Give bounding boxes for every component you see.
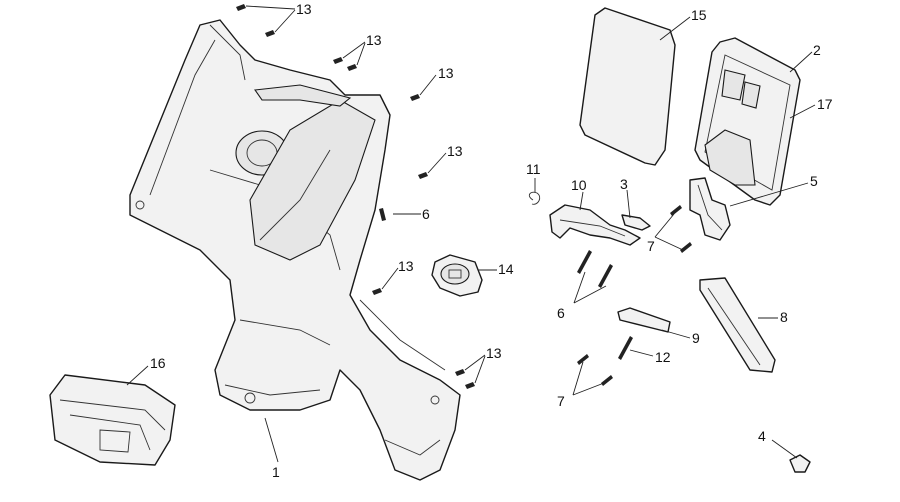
callout-13: 13 [296, 1, 312, 17]
screws [236, 4, 692, 389]
callout-13: 13 [486, 345, 502, 361]
part-9-plate [617, 307, 671, 333]
callout-13: 13 [447, 143, 463, 159]
part-8-strip [699, 277, 776, 373]
callout-9: 9 [692, 330, 700, 346]
part-4-nut [789, 454, 811, 473]
callout-4: 4 [758, 428, 766, 444]
callout-3: 3 [620, 176, 628, 192]
callout-13: 13 [438, 65, 454, 81]
callout-6: 6 [422, 206, 430, 222]
part-15-panel [579, 7, 676, 166]
part-5-bracket [689, 177, 731, 241]
callout-7: 7 [557, 393, 565, 409]
part-11-spring [528, 191, 541, 205]
callout-7: 7 [647, 238, 655, 254]
part-1-inner-shield [129, 19, 461, 481]
callout-13: 13 [366, 32, 382, 48]
callout-16: 16 [150, 355, 166, 371]
leader-lines [126, 5, 816, 463]
callout-2: 2 [813, 42, 821, 58]
part-10-latch [549, 204, 641, 246]
callout-8: 8 [780, 309, 788, 325]
callout-11: 11 [526, 161, 541, 177]
callout-13: 13 [398, 258, 414, 274]
callout-labels: 13 13 13 13 13 13 15 2 17 11 10 3 5 6 6 … [150, 1, 833, 480]
callout-1: 1 [272, 464, 280, 480]
part-2-frame [694, 37, 801, 206]
part-16-box [49, 374, 176, 466]
callout-6: 6 [557, 305, 565, 321]
callout-12: 12 [655, 349, 671, 365]
part-14-knob [431, 254, 483, 297]
callout-15: 15 [691, 7, 707, 23]
callout-10: 10 [571, 177, 587, 193]
callout-14: 14 [498, 261, 514, 277]
callout-5: 5 [810, 173, 818, 189]
part-3-clip [621, 214, 651, 231]
callout-17: 17 [817, 96, 833, 112]
